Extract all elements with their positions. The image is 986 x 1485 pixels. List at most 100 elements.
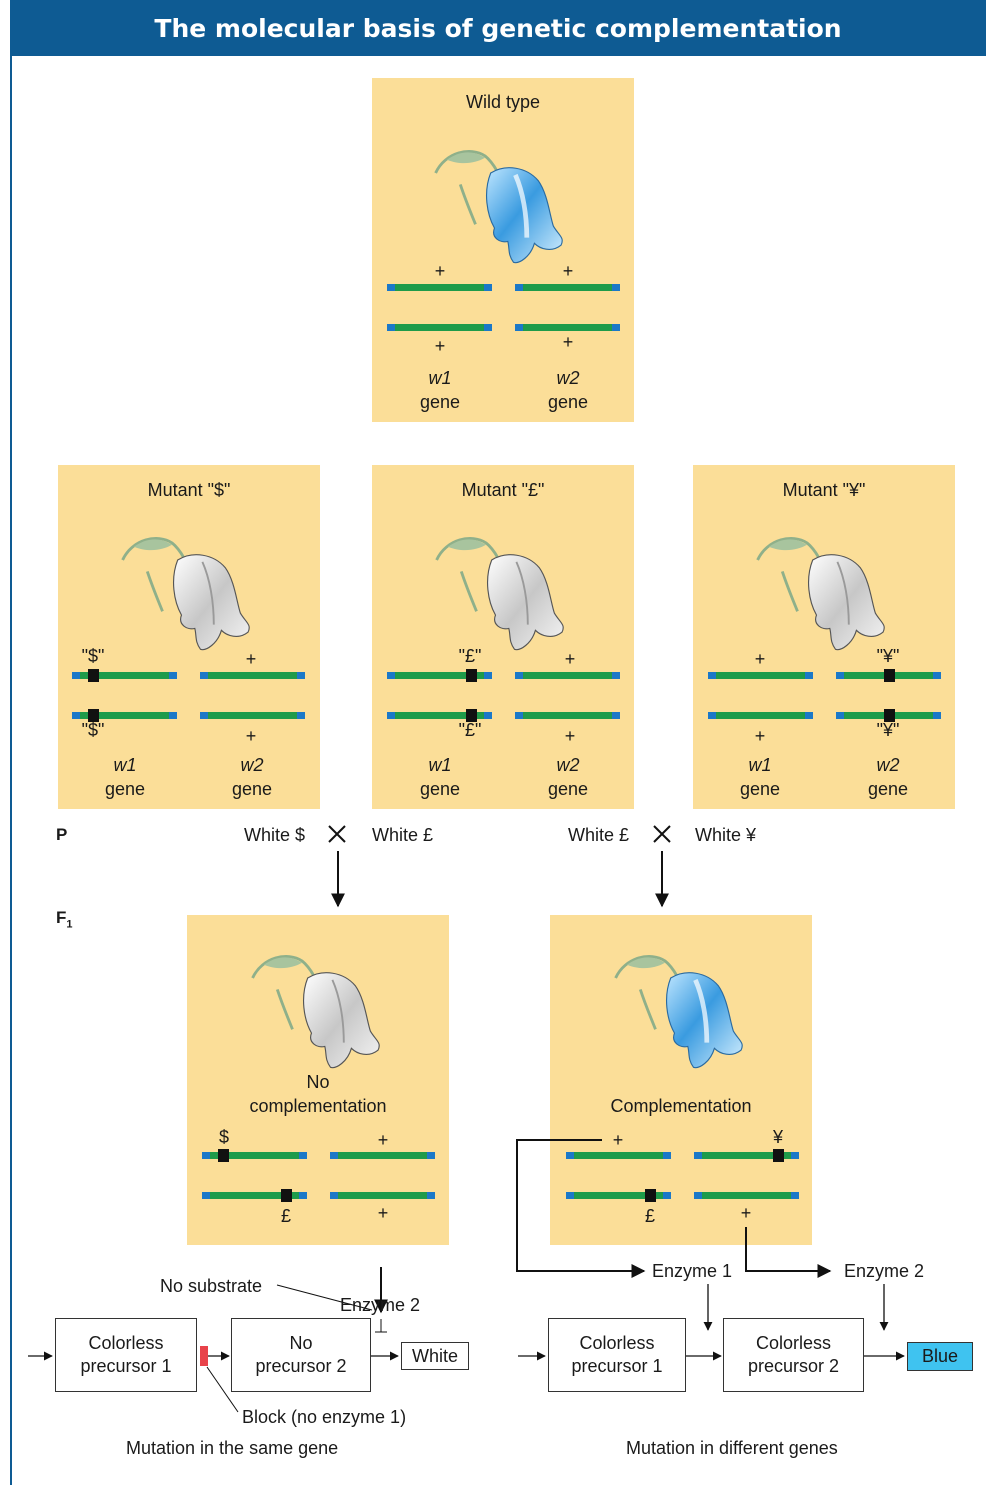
- wt-w2-label: w2: [556, 368, 580, 388]
- no-substrate-label: No substrate: [160, 1276, 263, 1296]
- enzyme2-left-label: Enzyme 2: [340, 1295, 421, 1315]
- wt-w1-label: w1: [428, 368, 452, 388]
- mutant-yen-gene2-word: gene: [867, 779, 909, 799]
- cross-left-b: White £: [372, 825, 434, 845]
- mutant-yen-w2-label: w2: [876, 755, 900, 775]
- arrow-w1-to-enzyme1: [516, 1139, 646, 1278]
- mutant-pound-title: Mutant "£": [461, 480, 545, 500]
- f1-right-mark-w1-bottom: £: [644, 1206, 655, 1226]
- mutant-yen-w2-top-mark: "¥": [876, 646, 900, 666]
- chromosome-mutant-pound-w1-bottom: [387, 709, 492, 722]
- flower-white-mutant-dollar: [121, 537, 250, 651]
- mutant-yen-w1-bottom-mark: +: [754, 726, 766, 746]
- cross-symbol-left: [328, 825, 346, 843]
- chromosome-mutant-pound-w2-bottom: [515, 712, 620, 719]
- mutant-pound-w2-bottom-mark: +: [564, 726, 576, 746]
- mutation-marker: [773, 1149, 784, 1162]
- chromosome-wt-w2-bottom: [515, 324, 620, 331]
- chromosome-mutant-yen-w1-top: [708, 672, 813, 679]
- f1-right-mark-w2-top: ¥: [772, 1127, 783, 1147]
- wild-type-panel: [372, 78, 634, 422]
- colorless-precursor1-left-box: Colorless precursor 1: [55, 1318, 197, 1392]
- enzyme2-right-label: Enzyme 2: [844, 1261, 925, 1281]
- mutation-marker: [88, 709, 99, 722]
- flower-white-mutant-yen: [756, 537, 885, 651]
- enzyme1-right-label: Enzyme 1: [652, 1261, 733, 1281]
- wild-type-title: Wild type: [465, 92, 541, 112]
- mutant-dollar-panel: [58, 465, 320, 809]
- block-leader: [206, 1366, 239, 1413]
- chromosome-f1-left-w1-top: [202, 1149, 307, 1162]
- mutant-pound-w2-top-mark: +: [564, 649, 576, 669]
- f1-left-mark-w1-top: $: [218, 1127, 229, 1147]
- mutation-marker: [466, 709, 477, 722]
- chromosomes: [72, 284, 941, 1202]
- mutant-yen-w1-top-mark: +: [754, 649, 766, 669]
- chromosome-mutant-pound-w2-top: [515, 672, 620, 679]
- figure-title: The molecular basis of genetic complemen…: [10, 0, 986, 56]
- wt-mark-w1-bottom: +: [434, 336, 446, 356]
- generation-f1-label: F1: [56, 908, 73, 931]
- chromosome-mutant-dollar-w1-bottom: [72, 709, 177, 722]
- flower-blue-wild-type: [434, 150, 563, 264]
- chromosome-mutant-yen-w2-bottom: [836, 709, 941, 722]
- mutation-marker: [88, 669, 99, 682]
- mutant-pound-panel: [372, 465, 634, 809]
- mutant-yen-gene1-word: gene: [739, 779, 781, 799]
- mutant-yen-panel: [693, 465, 955, 809]
- arrow-w2-to-enzyme2: [745, 1227, 832, 1278]
- chromosome-f1-left-w2-top: [330, 1152, 435, 1159]
- mutation-marker: [281, 1189, 292, 1202]
- chromosome-mutant-yen-w1-bottom: [708, 712, 813, 719]
- mutation-marker: [645, 1189, 656, 1202]
- chromosome-wt-w2-top: [515, 284, 620, 291]
- chromosome-f1-right-w1-bottom: [566, 1189, 671, 1202]
- f1-left-title-line1: No: [306, 1072, 330, 1092]
- mutation-marker: [466, 669, 477, 682]
- mutant-dollar-w1-bottom-mark: "$": [81, 720, 105, 740]
- caption-different-genes: Mutation in different genes: [626, 1438, 838, 1458]
- blue-product-box: Blue: [907, 1342, 973, 1371]
- cross-right-a: White £: [568, 825, 630, 845]
- mutant-yen-w2-bottom-mark: "¥": [876, 720, 900, 740]
- chromosome-mutant-dollar-w2-bottom: [200, 712, 305, 719]
- wt-mark-w1-top: +: [434, 261, 446, 281]
- no-precursor2-box: No precursor 2: [231, 1318, 371, 1392]
- mutant-dollar-w2-label: w2: [240, 755, 264, 775]
- chromosome-f1-right-w2-bottom: [694, 1192, 799, 1199]
- chromosome-wt-w1-top: [387, 284, 492, 291]
- mutant-dollar-w2-bottom-mark: +: [245, 726, 257, 746]
- mutant-yen-title: Mutant "¥": [782, 480, 866, 500]
- f1-right-title: Complementation: [610, 1096, 752, 1116]
- mutation-marker: [884, 669, 895, 682]
- mutant-dollar-w1-top-mark: "$": [81, 646, 105, 666]
- mutant-pound-w2-label: w2: [556, 755, 580, 775]
- chromosome-f1-right-w1-top: [566, 1152, 671, 1159]
- mutant-yen-w1-label: w1: [748, 755, 772, 775]
- f1-left-title-line2: complementation: [249, 1096, 387, 1116]
- wt-mark-w2-top: +: [562, 261, 574, 281]
- chromosome-f1-right-w2-top: [694, 1149, 799, 1162]
- left-border: [10, 56, 12, 1485]
- cross-right-b: White ¥: [695, 825, 757, 845]
- cross-symbol-right: [653, 825, 671, 843]
- mutant-pound-w1-label: w1: [428, 755, 452, 775]
- mutant-dollar-w1-label: w1: [113, 755, 137, 775]
- no-substrate-leader: [276, 1284, 373, 1311]
- mutant-pound-gene1-word: gene: [419, 779, 461, 799]
- block-label: Block (no enzyme 1): [242, 1407, 407, 1427]
- f1-right-mark-w2-bottom: +: [740, 1203, 752, 1223]
- generation-p-label: P: [56, 825, 68, 844]
- block-marker: [200, 1346, 208, 1366]
- f1-left-mark-w2-top: +: [377, 1130, 389, 1150]
- mutant-dollar-gene1-word: gene: [104, 779, 146, 799]
- chromosome-mutant-dollar-w2-top: [200, 672, 305, 679]
- mutation-marker: [218, 1149, 229, 1162]
- chromosome-mutant-yen-w2-top: [836, 669, 941, 682]
- cross-left-a: White $: [244, 825, 306, 845]
- f1-complementation-panel: [550, 915, 812, 1245]
- f1-left-mark-w1-bottom: £: [280, 1206, 291, 1226]
- mutation-marker: [884, 709, 895, 722]
- caption-same-gene: Mutation in the same gene: [126, 1438, 339, 1458]
